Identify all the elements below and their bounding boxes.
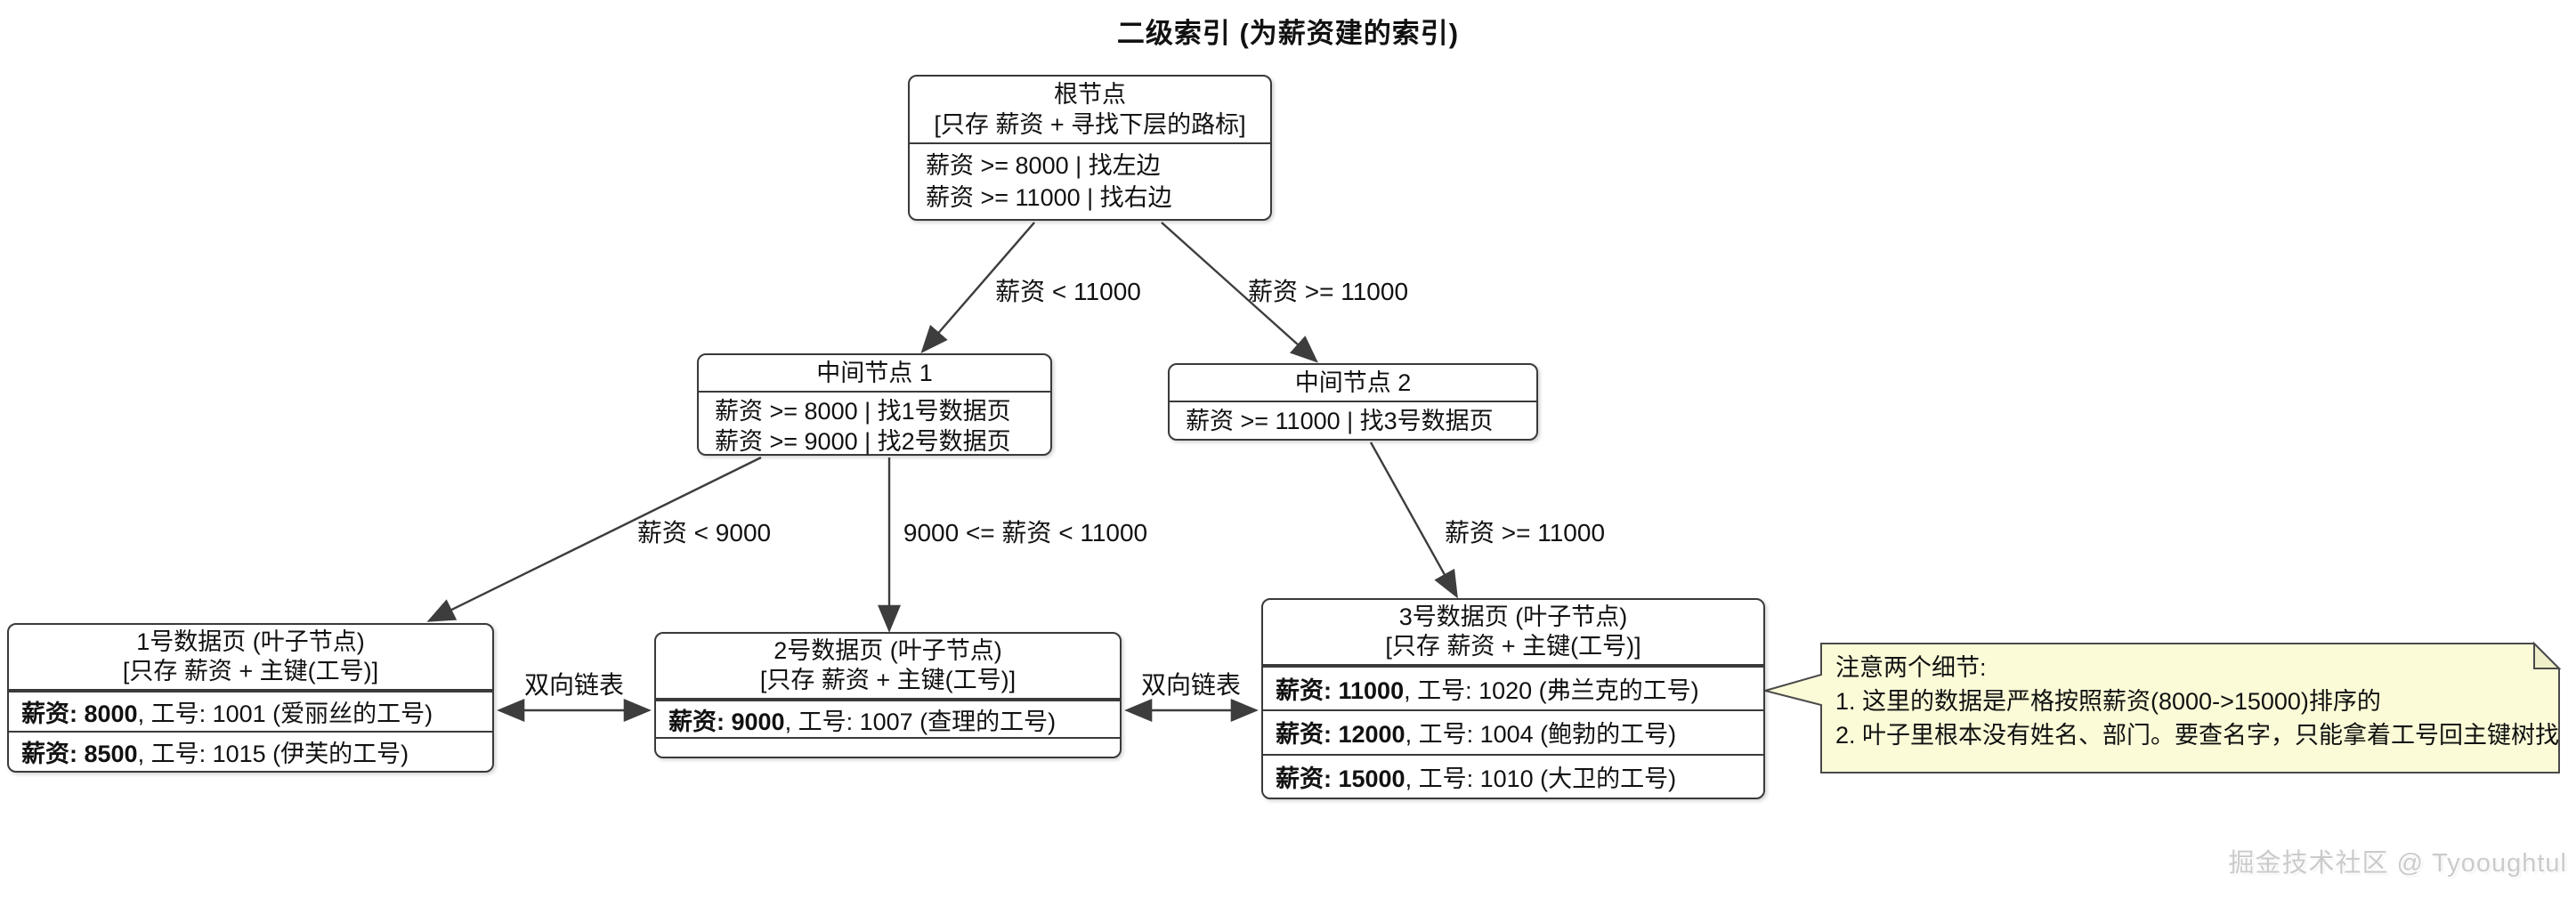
linked-list-label-1: 双向链表 [523,671,625,699]
node-mid2: 中间节点 2 薪资 >= 11000 | 找3号数据页 [1168,363,1538,441]
node-leaf1-header: 1号数据页 (叶子节点) [只存 薪资 + 主键(工号)] [9,625,492,691]
node-leaf3-subtitle: [只存 薪资 + 主键(工号)] [1385,633,1641,660]
record-detail: , 工号: 1007 (查理的工号) [784,708,1057,735]
edge-label-mid1-left: 薪资 < 9000 [636,519,772,547]
record-salary: 薪资: 8500 [21,741,138,767]
record-salary: 薪资: 15000 [1276,765,1405,792]
record-salary: 薪资: 12000 [1276,721,1405,749]
record-salary: 薪资: 11000 [1276,677,1405,705]
node-leaf3: 3号数据页 (叶子节点) [只存 薪资 + 主键(工号)] 薪资: 11000,… [1261,598,1765,799]
leaf1-record-row: 薪资: 8000, 工号: 1001 (爱丽丝的工号) [9,691,492,731]
page-title: 二级索引 (为薪资建的索引) [1116,18,1460,49]
leaf1-record-row: 薪资: 8500, 工号: 1015 (伊芙的工号) [9,731,492,771]
node-mid2-rule: 薪资 >= 11000 | 找3号数据页 [1186,408,1494,434]
leaf3-record-row: 薪资: 15000, 工号: 1010 (大卫的工号) [1263,753,1763,798]
record-detail: , 工号: 1001 (爱丽丝的工号) [137,701,433,727]
watermark-text: 掘金技术社区 @ Tyooughtul [2228,849,2567,878]
node-leaf1-title: 1号数据页 (叶子节点) [136,628,365,655]
record-detail: , 工号: 1015 (伊芙的工号) [137,741,409,767]
edge-label-root-left: 薪资 < 11000 [995,278,1141,305]
edge-mid2-to-leaf3-arrow [1369,441,1458,599]
node-root-rule: 薪资 >= 11000 | 找右边 [926,184,1172,211]
node-root-rule: 薪资 >= 8000 | 找左边 [926,152,1161,179]
node-leaf2-header: 2号数据页 (叶子节点) [只存 薪资 + 主键(工号)] [656,634,1120,700]
note-content: 注意两个细节: 1. 这里的数据是严格按照薪资(8000->15000)排序的 … [1835,651,2560,752]
node-mid1-title: 中间节点 1 [816,360,933,386]
node-mid1-header: 中间节点 1 [699,355,1050,393]
edge-label-mid2-down: 薪资 >= 11000 [1444,519,1606,547]
note-line: 1. 这里的数据是严格按照薪资(8000->15000)排序的 [1835,688,2381,715]
node-mid2-body: 薪资 >= 11000 | 找3号数据页 [1170,402,1536,440]
record-salary: 薪资: 9000 [668,708,785,735]
record-detail: , 工号: 1010 (大卫的工号) [1405,765,1677,792]
node-mid2-header: 中间节点 2 [1170,365,1536,402]
node-root-header: 根节点 [只存 薪资 + 寻找下层的路标] [910,77,1270,144]
node-root-body: 薪资 >= 8000 | 找左边 薪资 >= 11000 | 找右边 [910,144,1270,219]
node-mid1-rule: 薪资 >= 8000 | 找1号数据页 [715,398,1011,425]
note-line: 2. 叶子里根本没有姓名、部门。要查名字，只能拿着工号回主键树找 [1835,722,2560,749]
node-leaf1: 1号数据页 (叶子节点) [只存 薪资 + 主键(工号)] 薪资: 8000, … [7,623,494,773]
node-mid1: 中间节点 1 薪资 >= 8000 | 找1号数据页 薪资 >= 9000 | … [697,353,1052,456]
node-mid2-title: 中间节点 2 [1294,369,1412,396]
node-leaf3-header: 3号数据页 (叶子节点) [只存 薪资 + 主键(工号)] [1263,600,1763,666]
record-salary: 薪资: 8000 [21,701,138,727]
leaf2-empty-row [656,737,1120,757]
edge-label-mid1-down: 9000 <= 薪资 < 11000 [903,519,1148,547]
node-mid1-rule: 薪资 >= 9000 | 找2号数据页 [715,428,1011,455]
node-leaf2-subtitle: [只存 薪资 + 主键(工号)] [759,667,1017,693]
node-root-title: 根节点 [1054,81,1126,108]
leaf2-record-row: 薪资: 9000, 工号: 1007 (查理的工号) [656,700,1120,737]
node-leaf1-subtitle: [只存 薪资 + 主键(工号)] [122,658,379,684]
node-mid1-body: 薪资 >= 8000 | 找1号数据页 薪资 >= 9000 | 找2号数据页 [699,393,1050,460]
node-root-subtitle: [只存 薪资 + 寻找下层的路标] [934,111,1246,138]
linked-list-label-2: 双向链表 [1140,671,1242,699]
leaf3-record-row: 薪资: 12000, 工号: 1004 (鲍勃的工号) [1263,709,1763,753]
node-leaf3-title: 3号数据页 (叶子节点) [1398,603,1628,630]
note-line: 注意两个细节: [1835,654,1987,681]
record-detail: , 工号: 1004 (鲍勃的工号) [1405,721,1677,749]
node-root: 根节点 [只存 薪资 + 寻找下层的路标] 薪资 >= 8000 | 找左边 薪… [908,75,1272,221]
leaf3-record-row: 薪资: 11000, 工号: 1020 (弗兰克的工号) [1263,666,1763,709]
node-leaf2-title: 2号数据页 (叶子节点) [774,637,1002,664]
node-leaf2: 2号数据页 (叶子节点) [只存 薪资 + 主键(工号)] 薪资: 9000, … [654,632,1122,758]
record-detail: , 工号: 1020 (弗兰克的工号) [1404,677,1699,705]
edge-label-root-right: 薪资 >= 11000 [1247,278,1409,305]
